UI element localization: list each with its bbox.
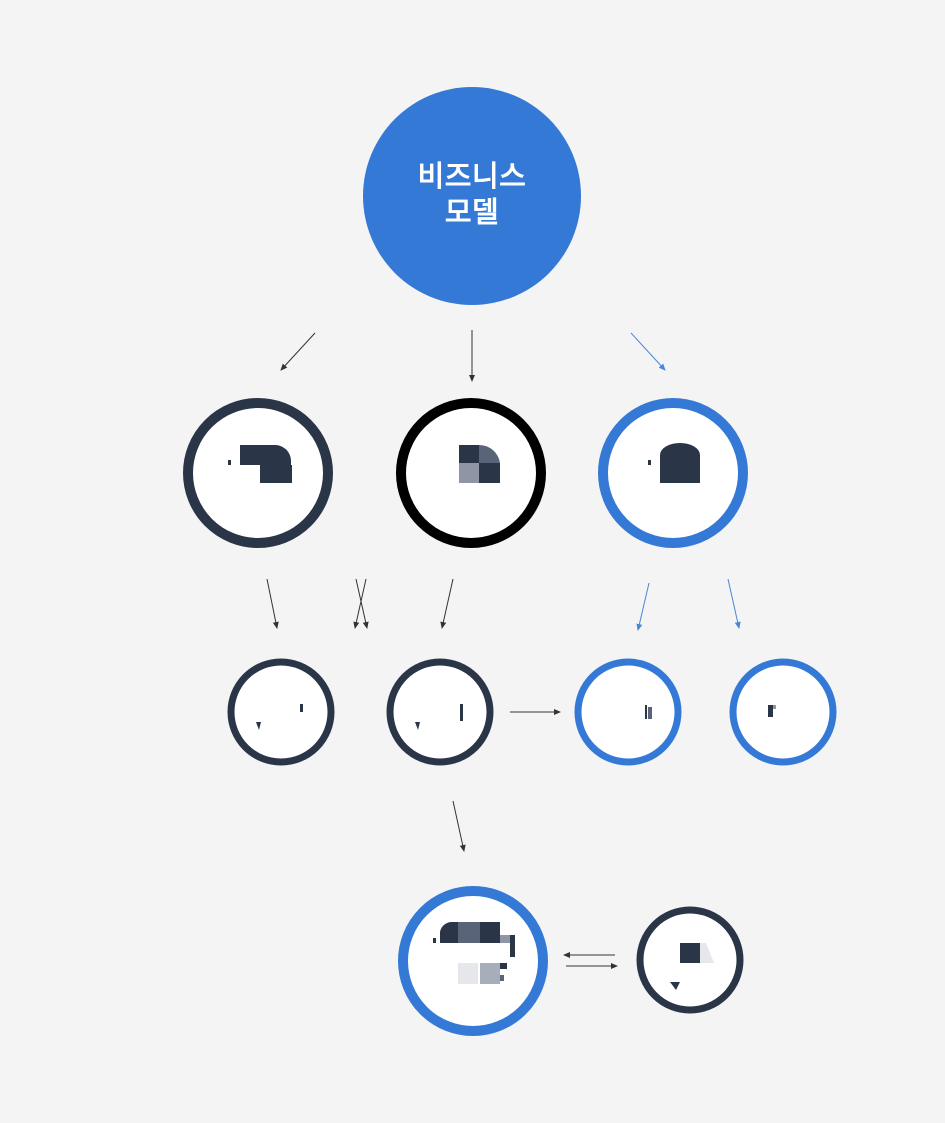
arrow-root-to-l1-a — [280, 332, 316, 371]
arrow-l1-b-to-l2-a — [353, 578, 367, 629]
node-l1-b — [396, 398, 546, 548]
node-l2-b-obscured-label — [415, 704, 463, 730]
node-l2-a-obscured-label — [256, 704, 303, 730]
node-l1-b-obscured-label — [459, 444, 500, 483]
arrow-l1-b-to-l2-b — [440, 578, 454, 629]
node-l2-c-obscured-label — [645, 705, 652, 719]
arrow-l1-a-to-l2-b — [355, 578, 369, 629]
root-label-line2: 모델 — [444, 195, 500, 229]
node-l2-d-obscured-label — [768, 705, 776, 717]
node-l1-c — [598, 398, 748, 548]
node-l1-c-obscured-label — [648, 443, 700, 483]
node-l3-b — [636, 906, 744, 1014]
node-l1-a — [183, 398, 333, 548]
node-l2-b — [386, 658, 494, 766]
arrow-l1-c-to-l2-d — [727, 578, 741, 629]
node-l2-a — [227, 658, 335, 766]
node-l3-b-obscured-label — [670, 943, 714, 990]
node-l3-a — [398, 886, 548, 1036]
node-l2-c — [574, 658, 682, 766]
arrow-l2-b-to-l3-a — [452, 800, 466, 852]
arrow-root-to-l1-c — [630, 332, 666, 371]
root-label-line1: 비즈니스 — [417, 159, 527, 193]
arrow-l1-c-to-l2-c — [636, 582, 650, 631]
node-l2-d — [729, 658, 837, 766]
root-node — [363, 87, 581, 305]
arrow-l1-a-to-l2-a — [266, 578, 279, 629]
root-node-label: 비즈니스 모델 — [363, 158, 581, 230]
node-l3-a-obscured-label — [433, 921, 515, 984]
node-l1-a-obscured-label — [228, 445, 292, 483]
